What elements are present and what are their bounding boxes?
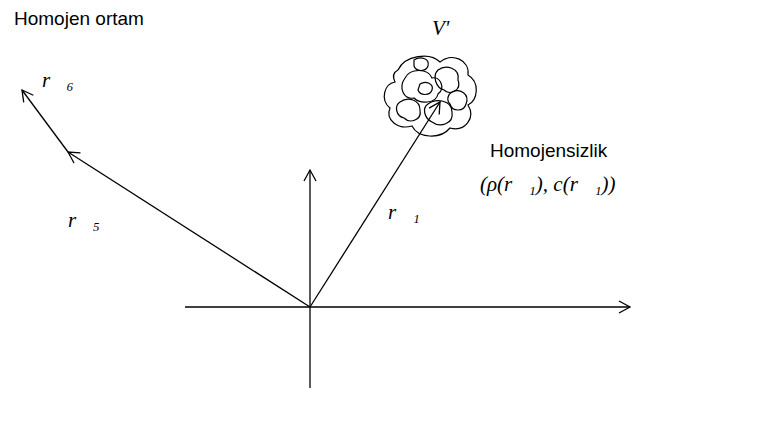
inhomogeneity-blob <box>384 56 476 136</box>
position-vector <box>22 90 68 152</box>
volume-label: V' <box>432 16 449 41</box>
vector-label: r⃗₁ <box>388 200 420 225</box>
position-vector <box>68 152 310 307</box>
x-axis <box>185 306 630 307</box>
position-vector <box>310 102 440 307</box>
property-label: (ρ(r⃗₁), c(r⃗₁)) <box>480 172 615 197</box>
region-label: Homojen ortam <box>14 8 144 31</box>
y-axis <box>309 170 310 388</box>
region-label: Homojensizlik <box>490 140 607 163</box>
vector-label: r⃗₅ <box>68 208 100 233</box>
vector-label: r⃗₆ <box>42 68 74 93</box>
